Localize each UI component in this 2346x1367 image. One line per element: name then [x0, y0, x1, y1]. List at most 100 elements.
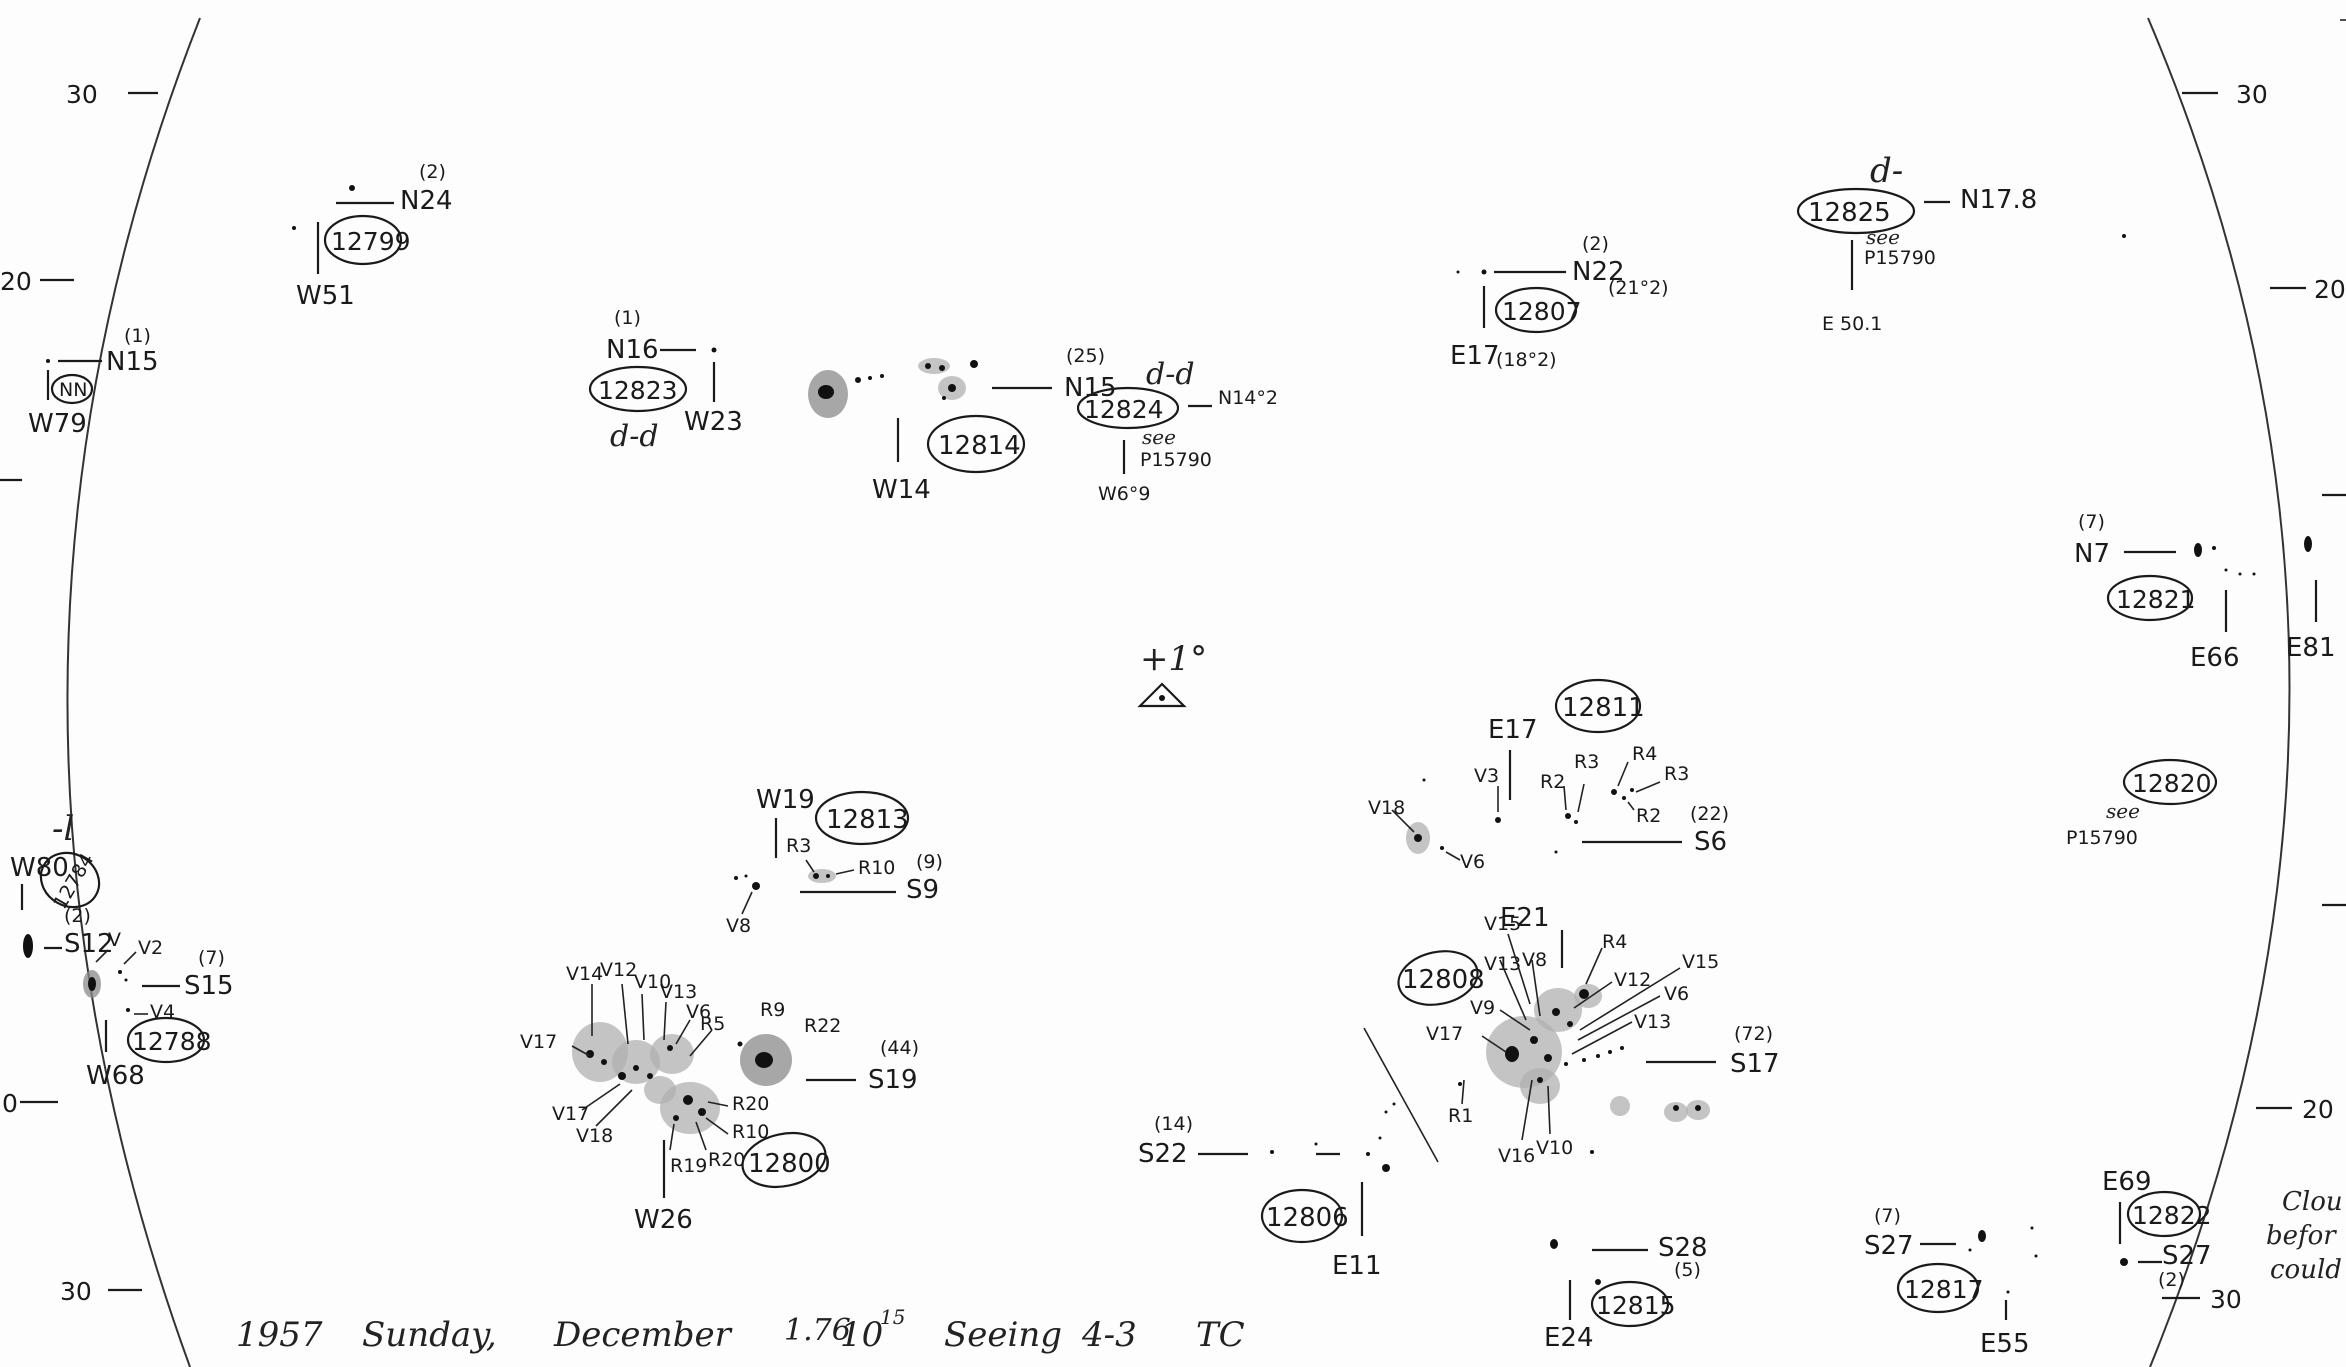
- spot: [1552, 1008, 1560, 1016]
- group-number-oval: [1796, 187, 1916, 235]
- left-limb-arc: [66, 17, 201, 1367]
- group-number: 12824: [1084, 395, 1164, 424]
- spot: [1481, 269, 1487, 275]
- leader-line: [595, 1089, 633, 1127]
- spot-count: (44): [880, 1037, 919, 1059]
- leader-line: [571, 1045, 591, 1057]
- umbra: [1505, 1046, 1519, 1062]
- spot: [855, 377, 861, 383]
- leader-line: [1481, 1035, 1507, 1053]
- penumbra: [918, 358, 950, 374]
- spot-label: R1: [1448, 1105, 1473, 1127]
- longitude: E 50.1: [1822, 313, 1882, 335]
- spot: [1495, 817, 1501, 823]
- margin-note-line: Clou: [2282, 1187, 2343, 1217]
- longitude: E66: [2190, 643, 2240, 673]
- spot: [2304, 536, 2312, 552]
- leader-line: [581, 1083, 621, 1111]
- longitude: W68: [86, 1061, 145, 1091]
- spot-label: R3: [1574, 751, 1599, 773]
- longitude: E69: [2102, 1167, 2152, 1197]
- group-12800: V17 V14 V12 V10 V13 V6 R5 R9 R22 V17 V18…: [520, 959, 919, 1235]
- group-12788: (2) S12 V V2 (7) S15 V4 12788 W68: [23, 905, 234, 1091]
- spot-count: (72): [1734, 1023, 1773, 1045]
- spot: [925, 363, 931, 369]
- spot-count: (2): [1582, 233, 1609, 255]
- spot-label: V13: [1484, 953, 1521, 975]
- leader-line: [641, 993, 645, 1041]
- latitude: S12: [64, 929, 114, 959]
- group-number-oval: [1494, 286, 1578, 334]
- umbra: [818, 385, 834, 399]
- spot: [618, 1072, 626, 1080]
- group-12825: d- 12825 N17.8 see P15790 E 50.1: [1796, 151, 2126, 335]
- spot-count: (2): [419, 161, 446, 183]
- group-number: 12817: [1904, 1275, 1984, 1304]
- penumbra: [660, 1082, 720, 1134]
- spot: [1565, 813, 1571, 819]
- center-angle-label: +1°: [1140, 639, 1207, 679]
- spot: [1550, 1239, 1558, 1249]
- spot-count: (2): [64, 905, 91, 927]
- spot-label: V16: [1498, 1145, 1535, 1167]
- left-scale-30-top: 30: [66, 80, 98, 109]
- leader-line: [675, 1019, 691, 1045]
- group-nn: NN (1) N15 W79: [28, 325, 159, 439]
- group-number: NN: [59, 379, 87, 401]
- latitude: N7: [2074, 539, 2110, 569]
- latitude: S27: [1864, 1231, 1914, 1261]
- leader-line: [695, 1121, 707, 1151]
- leader-line: [1391, 809, 1415, 833]
- left-scale-20-top: 20: [0, 267, 32, 296]
- spot: [1382, 1164, 1390, 1172]
- spot: [2252, 572, 2256, 576]
- group-number: 12814: [938, 431, 1021, 461]
- spot: [2122, 234, 2126, 238]
- spot: [744, 874, 748, 878]
- see-reference: see: [1142, 425, 1176, 449]
- group-number-oval: [1554, 678, 1642, 734]
- spot: [942, 396, 946, 400]
- spot-label: V17: [520, 1031, 557, 1053]
- group-number: 12813: [826, 805, 909, 835]
- leader-line: [1563, 785, 1567, 811]
- disk-center-marker: +1°: [1137, 639, 1207, 708]
- group-number-oval: [926, 414, 1026, 474]
- leader-line: [1573, 981, 1613, 1009]
- spot-label: R3: [786, 835, 811, 857]
- classification-note: d-d: [610, 419, 659, 454]
- group-number-oval: [814, 790, 910, 846]
- spot: [1270, 1150, 1274, 1154]
- leader-line: [1571, 1021, 1633, 1055]
- spot: [1582, 1058, 1586, 1062]
- spot: [667, 1045, 673, 1051]
- spot: [23, 934, 33, 958]
- spot-label: V12: [1614, 969, 1651, 991]
- margin-note-line: could: [2270, 1255, 2342, 1285]
- group-12813: W19 12813 R3 R10 (9) S9 V8: [726, 785, 943, 937]
- leader-line: [805, 859, 815, 873]
- group-number-oval: [1397, 950, 1479, 1006]
- spot-count: (14): [1154, 1113, 1193, 1135]
- group-12815: S28 (5) 12815 E24: [1544, 1233, 1708, 1353]
- longitude: E21: [1500, 903, 1550, 933]
- penumbra: [650, 1034, 694, 1074]
- spot-label: V13: [660, 981, 697, 1003]
- longitude: E17: [1450, 341, 1500, 371]
- spot: [2034, 1254, 2038, 1258]
- group-number-oval: [1590, 1280, 1670, 1328]
- spot-label: V3: [1474, 765, 1499, 787]
- spot: [2006, 1290, 2010, 1294]
- spot: [1537, 1077, 1543, 1083]
- leader-line: [705, 1117, 729, 1135]
- latitude: S22: [1138, 1139, 1188, 1169]
- footer-date: 1.76: [784, 1313, 851, 1348]
- spot-label: V18: [576, 1125, 613, 1147]
- leader-line: [1585, 947, 1603, 985]
- spot: [1554, 850, 1558, 854]
- longitude: W26: [634, 1205, 693, 1235]
- spot: [939, 365, 945, 371]
- longitude: W23: [684, 407, 743, 437]
- spot: [1695, 1105, 1701, 1111]
